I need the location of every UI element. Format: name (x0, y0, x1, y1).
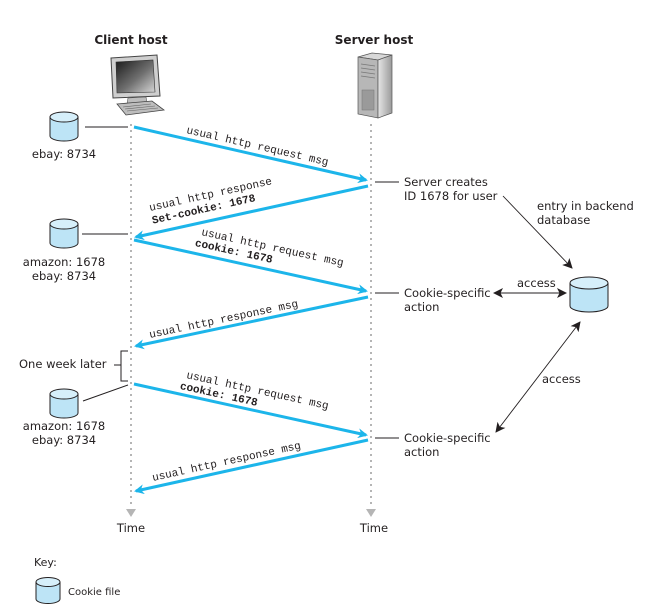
client-computer-icon (110, 54, 166, 116)
cookie-file-1-line-1: ebay: 8734 (32, 147, 96, 161)
server-action-1-line-2: ID 1678 for user (404, 189, 498, 203)
server-tower-icon (357, 52, 393, 119)
client-time-arrowhead (126, 509, 136, 517)
message-arrow-3-request (133, 238, 368, 295)
server-host-header: Server host (335, 33, 414, 47)
server-action-3-line-1: Cookie-specific (404, 431, 491, 445)
server-time-label: Time (359, 521, 388, 535)
message-4-line-1: usual http response msg (148, 299, 299, 342)
key-title: Key: (34, 556, 57, 569)
entry-to-database-arrow (502, 195, 573, 269)
key-cookie-file-icon (35, 577, 61, 604)
server-action-3-line-2: action (404, 445, 439, 459)
message-arrow-4-response (134, 295, 369, 350)
cookie-file-3-connector (82, 384, 129, 402)
cookie-file-icon (49, 388, 79, 419)
server-time-arrowhead (366, 509, 376, 517)
cookie-file-3: amazon: 1678 ebay: 8734 (23, 388, 105, 447)
message-6-line-1: usual http response msg (151, 441, 302, 485)
client-time-label: Time (116, 521, 145, 535)
cookie-file-icon (49, 218, 79, 249)
access-label-2: access (542, 372, 581, 386)
message-1-line-1: usual http request msg (185, 125, 329, 169)
message-arrow-6-response (134, 438, 369, 495)
message-arrow-5-request (133, 382, 368, 439)
backend-entry-label-line-1: entry in backend (537, 199, 634, 213)
cookie-file-3-line-2: ebay: 8734 (32, 433, 96, 447)
server-action-1-line-1: Server creates (404, 175, 488, 189)
client-host-header: Client host (94, 33, 168, 47)
server-action-2-line-2: action (404, 300, 439, 314)
key-cookie-file-label: Cookie file (68, 587, 120, 598)
message-arrow-1-request (133, 125, 368, 184)
cookie-file-3-line-1: amazon: 1678 (23, 419, 105, 433)
cookie-file-2: amazon: 1678 ebay: 8734 (23, 218, 105, 283)
cookie-file-1: ebay: 8734 (32, 111, 96, 161)
message-arrow-2-response (134, 184, 369, 241)
cookie-file-2-line-2: ebay: 8734 (32, 269, 96, 283)
one-week-later-bracket (114, 350, 128, 382)
cookie-file-2-line-1: amazon: 1678 (23, 255, 105, 269)
one-week-later-label: One week later (19, 357, 107, 371)
backend-entry-label-line-2: database (537, 213, 590, 227)
backend-database-icon (569, 276, 609, 313)
server-action-2-line-1: Cookie-specific (404, 286, 491, 300)
access-arrow-2 (495, 321, 581, 433)
cookie-file-icon (49, 111, 79, 142)
access-label-1: access (517, 276, 556, 290)
